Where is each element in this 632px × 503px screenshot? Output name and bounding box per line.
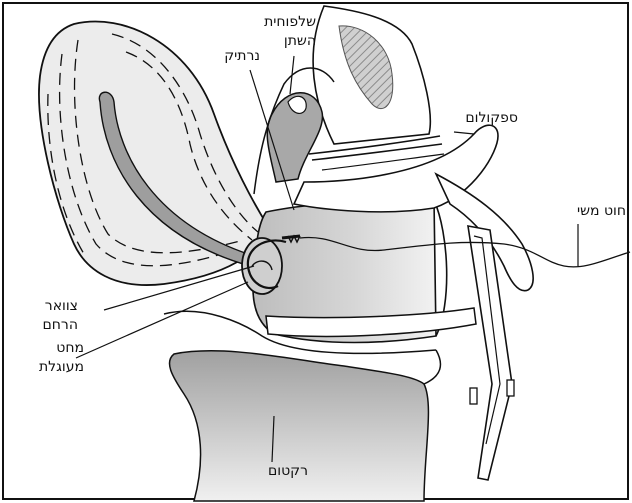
leader-speculum — [454, 132, 474, 134]
perineum-line — [424, 350, 440, 384]
speculum-screw-left — [470, 388, 477, 404]
needle-eye — [282, 236, 300, 238]
label-bladder-line1: שלפוחית — [260, 14, 316, 31]
label-needle-line1: מחט — [26, 340, 84, 357]
label-vagina: נרתיק — [210, 48, 260, 65]
speculum-screw-right — [507, 380, 514, 396]
label-cervix-line2: הרחם — [26, 317, 78, 334]
label-silk-thread: חוט משי — [560, 203, 626, 220]
label-needle-line2: מעוגלת — [26, 359, 84, 376]
label-speculum: ספקולום — [442, 110, 518, 127]
anatomy-illustration — [4, 4, 631, 502]
label-rectum: רקטום — [250, 463, 308, 480]
label-cervix-line1: צוואר — [26, 298, 78, 315]
label-bladder-line2: השתן — [260, 33, 316, 50]
